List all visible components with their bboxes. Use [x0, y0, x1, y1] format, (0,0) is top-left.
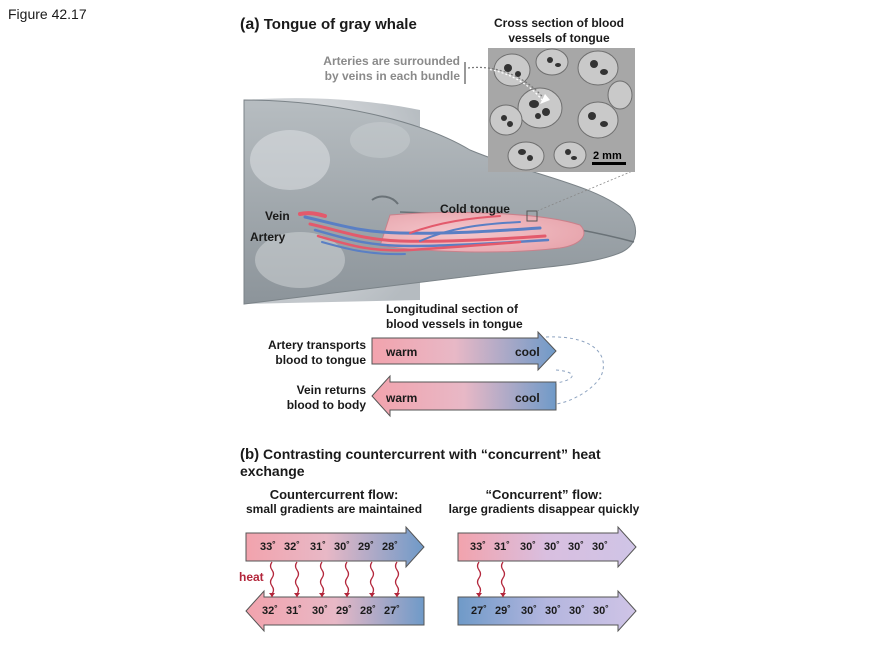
part-b-title-line2: exchange [240, 463, 305, 479]
part-b-letter: (b) [240, 446, 260, 463]
con-bottom-temp: 30˚ [569, 605, 585, 617]
con-bottom-temp: 29˚ [495, 605, 511, 617]
cc-bottom-temp: 29˚ [336, 605, 352, 617]
countercurrent-title: Countercurrent flow: [269, 487, 399, 502]
cc-top-temp: 33˚ [260, 541, 276, 553]
countercurrent-diagram [245, 525, 425, 633]
artery-arrow [371, 330, 557, 372]
artery-transports-line2: blood to tongue [275, 353, 366, 367]
cc-bottom-temp: 30˚ [312, 605, 328, 617]
part-a-title: (a) Tongue of gray whale [240, 16, 417, 34]
cold-tongue-label: Cold tongue [440, 202, 510, 216]
cc-bottom-temp: 28˚ [360, 605, 376, 617]
cc-top-temp: 32˚ [284, 541, 300, 553]
artery-transports-label: Artery transports blood to tongue [266, 338, 366, 368]
longitudinal-title: Longitudinal section of blood vessels in… [386, 302, 523, 332]
cc-bottom-arrow [245, 589, 425, 633]
con-top-temp: 31˚ [494, 541, 510, 553]
con-top-temp: 30˚ [568, 541, 584, 553]
concurrent-diagram [457, 525, 637, 633]
cross-section-micrograph [488, 48, 635, 172]
con-bottom-temp: 27˚ [471, 605, 487, 617]
cc-top-temp: 28˚ [382, 541, 398, 553]
cc-top-temp: 29˚ [358, 541, 374, 553]
vein-returns-label: Vein returns blood to body [266, 383, 366, 413]
artery-cool-label: cool [515, 345, 540, 359]
vein-label: Vein [265, 209, 290, 223]
con-top-arrow [457, 525, 637, 569]
part-a-title-text: Tongue of gray whale [263, 16, 417, 33]
arteries-note-line2: by veins in each bundle [324, 69, 460, 83]
concurrent-title: “Concurrent” flow: [485, 487, 603, 502]
con-bottom-temp: 30˚ [521, 605, 537, 617]
con-top-temp: 33˚ [470, 541, 486, 553]
heat-label: heat [239, 570, 264, 584]
vein-warm-label: warm [386, 391, 418, 405]
blood-vessels [298, 211, 550, 256]
vein-cool-label: cool [515, 391, 540, 405]
arteries-note-line1: Arteries are surrounded [323, 54, 460, 68]
vein-returns-line1: Vein returns [296, 383, 366, 397]
con-top-temp: 30˚ [544, 541, 560, 553]
cc-bottom-temp: 32˚ [262, 605, 278, 617]
vein-arrow [371, 374, 557, 418]
part-b-title-line1: Contrasting countercurrent with “concurr… [263, 446, 601, 462]
inset-marker [526, 210, 538, 222]
con-bottom-temp: 30˚ [545, 605, 561, 617]
cross-section-title: Cross section of blood vessels of tongue [474, 16, 644, 46]
countercurrent-subtitle: small gradients are maintained [245, 502, 423, 516]
con-top-temp: 30˚ [520, 541, 536, 553]
cc-top-temp: 30˚ [334, 541, 350, 553]
cc-bottom-temp: 27˚ [384, 605, 400, 617]
concurrent-subtitle: large gradients disappear quickly [448, 502, 640, 516]
con-bottom-temp: 30˚ [593, 605, 609, 617]
countercurrent-heading: Countercurrent flow: small gradients are… [236, 487, 432, 517]
con-top-temp: 30˚ [592, 541, 608, 553]
artery-label: Artery [250, 230, 286, 244]
con-bottom-arrow [457, 589, 637, 633]
whale-eye [371, 195, 399, 205]
vein-returns-line2: blood to body [286, 398, 366, 412]
longitudinal-section [371, 330, 604, 418]
part-a-letter: (a) [240, 16, 260, 33]
artery-warm-label: warm [386, 345, 418, 359]
cc-bottom-temp: 31˚ [286, 605, 302, 617]
cross-section-title-line1: Cross section of blood [493, 16, 624, 30]
longitudinal-title-line1: Longitudinal section of [386, 302, 518, 316]
cc-top-arrow [245, 525, 425, 569]
part-b-title: (b) Contrasting countercurrent with “con… [240, 446, 640, 480]
cross-section-title-line2: vessels of tongue [508, 31, 610, 45]
cc-heat-arrows [269, 561, 400, 597]
scale-bar-label: 2 mm [593, 150, 622, 162]
longitudinal-title-line2: blood vessels in tongue [386, 317, 523, 331]
artery-transports-line1: Artery transports [267, 338, 366, 352]
figure-label: Figure 42.17 [8, 6, 87, 22]
arteries-note: Arteries are surrounded by veins in each… [300, 54, 460, 84]
cc-top-temp: 31˚ [310, 541, 326, 553]
concurrent-heading: “Concurrent” flow: large gradients disap… [444, 487, 644, 517]
